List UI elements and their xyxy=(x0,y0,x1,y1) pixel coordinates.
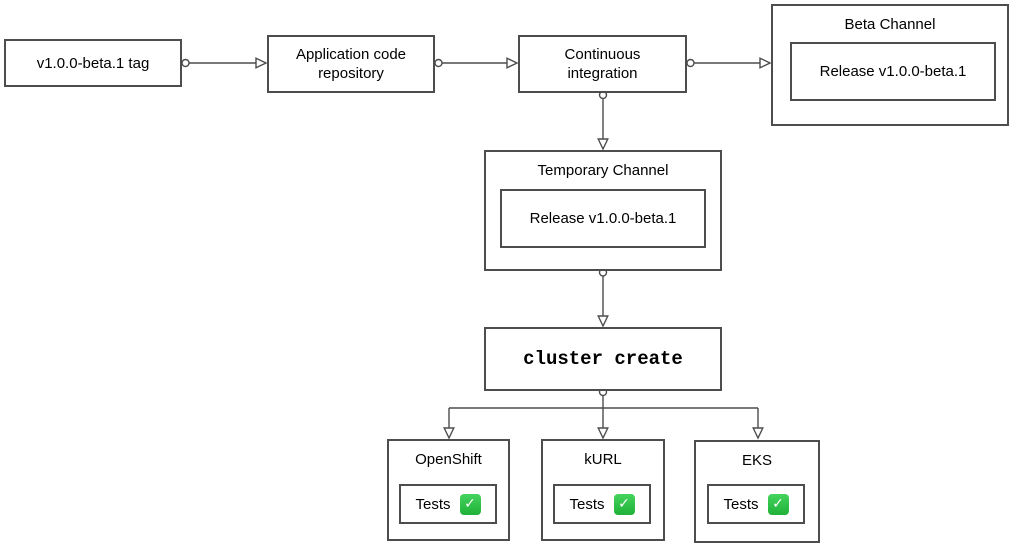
check-emoji-icon: ✓ xyxy=(767,493,789,515)
edge-repo-to-ci xyxy=(434,57,519,69)
kurl-title: kURL xyxy=(584,451,622,468)
check-emoji-icon: ✓ xyxy=(613,493,635,515)
beta-channel-release-box: Release v1.0.0-beta.1 xyxy=(790,42,996,101)
temporary-channel-release-box: Release v1.0.0-beta.1 xyxy=(500,189,706,248)
node-temporary-channel: Temporary Channel Release v1.0.0-beta.1 xyxy=(484,150,722,271)
version-tag-label: v1.0.0-beta.1 tag xyxy=(36,54,150,72)
edge-ci-to-temp-channel xyxy=(597,90,609,151)
eks-title: EKS xyxy=(741,452,772,469)
edge-tag-to-repo xyxy=(181,57,268,69)
check-emoji-icon: ✓ xyxy=(459,493,481,515)
node-continuous-integration: Continuous integration xyxy=(518,35,687,93)
node-eks: EKS Tests ✓ xyxy=(694,440,820,543)
node-application-code-repository: Application code repository xyxy=(267,35,435,93)
beta-channel-release-label: Release v1.0.0-beta.1 xyxy=(819,63,967,80)
openshift-title: OpenShift xyxy=(415,451,482,468)
continuous-integration-label: Continuous integration xyxy=(564,46,641,82)
node-kurl: kURL Tests ✓ xyxy=(541,439,665,541)
cluster-create-label: cluster create xyxy=(523,347,683,370)
beta-channel-title: Beta Channel xyxy=(844,16,936,33)
node-version-tag: v1.0.0-beta.1 tag xyxy=(4,39,182,87)
node-cluster-create: cluster create xyxy=(484,327,722,391)
eks-tests-box: Tests ✓ xyxy=(707,484,805,524)
edge-temp-channel-to-cluster-create xyxy=(597,268,609,328)
openshift-tests-label: Tests xyxy=(415,495,451,513)
kurl-tests-box: Tests ✓ xyxy=(553,484,651,524)
edge-cluster-create-to-clusters xyxy=(443,387,764,440)
kurl-tests-label: Tests xyxy=(569,495,605,513)
edge-ci-to-beta-channel xyxy=(686,57,772,69)
temporary-channel-title: Temporary Channel xyxy=(537,162,669,179)
node-beta-channel: Beta Channel Release v1.0.0-beta.1 xyxy=(771,4,1009,126)
application-code-repository-label: Application code repository xyxy=(295,46,407,82)
openshift-tests-box: Tests ✓ xyxy=(399,484,497,524)
node-openshift: OpenShift Tests ✓ xyxy=(387,439,510,541)
temporary-channel-release-label: Release v1.0.0-beta.1 xyxy=(529,210,677,227)
eks-tests-label: Tests xyxy=(723,495,759,513)
